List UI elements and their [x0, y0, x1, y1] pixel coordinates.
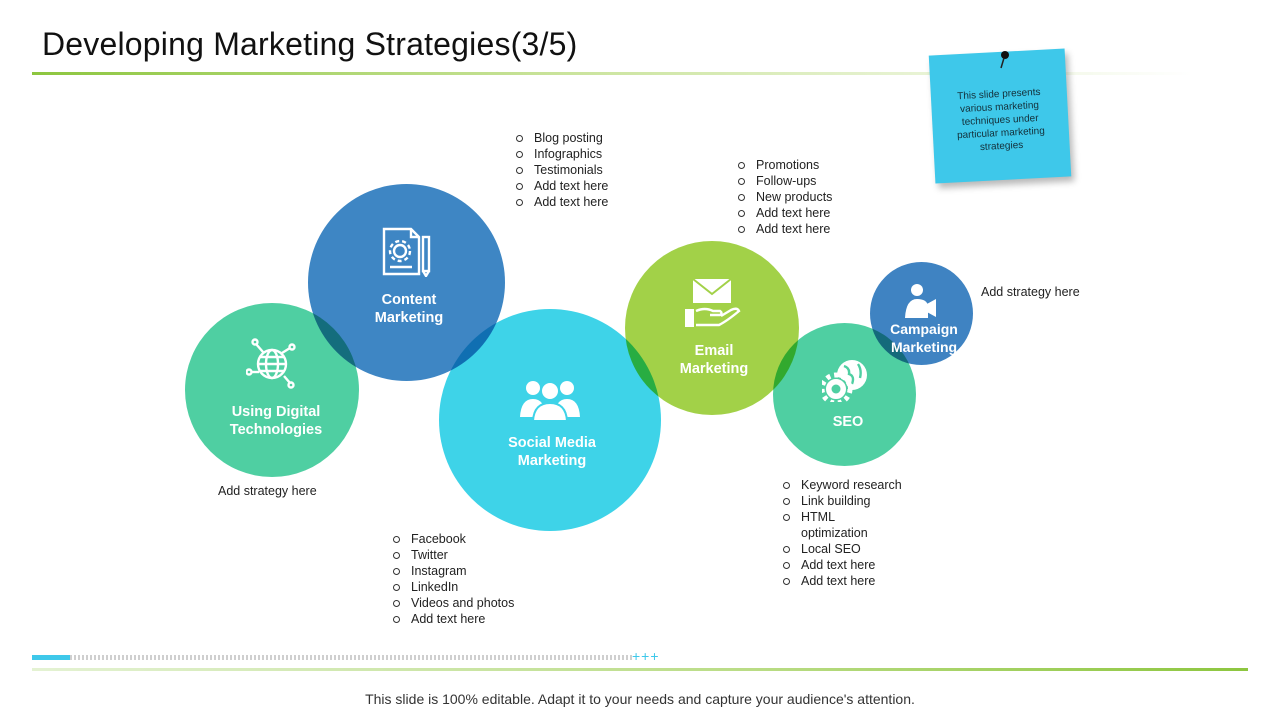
content-marketing-list: Blog posting Infographics Testimonials A… [516, 130, 608, 210]
digital-strategy-note: Add strategy here [218, 484, 317, 498]
progress-plus: +++ [632, 648, 660, 664]
email-marketing-list: Promotions Follow-ups New products Add t… [738, 157, 832, 237]
document-gear-icon [382, 227, 431, 277]
list-item: Link building [783, 493, 902, 509]
list-item: Add text here [393, 611, 514, 627]
list-item: Testimonials [516, 162, 608, 178]
list-item: Add text here [783, 557, 902, 573]
list-item: Instagram [393, 563, 514, 579]
progress-fill [32, 655, 70, 660]
list-item: Twitter [393, 547, 514, 563]
list-item: Add text here [783, 573, 902, 589]
bottom-divider [32, 668, 1248, 671]
list-item: Add text here [738, 221, 832, 237]
list-item: Follow-ups [738, 173, 832, 189]
list-item: Add text here [516, 178, 608, 194]
campaign-strategy-note: Add strategy here [981, 285, 1080, 299]
list-item: Keyword research [783, 477, 902, 493]
list-item: Add text here [738, 205, 832, 221]
page-title: Developing Marketing Strategies(3/5) [42, 26, 578, 62]
label-seo: SEO [832, 414, 864, 430]
sticky-note-text: This slide presents various marketing te… [956, 86, 1046, 154]
list-item: New products [738, 189, 832, 205]
seo-list: Keyword research Link building HTML opti… [783, 477, 902, 589]
pushpin-icon [1000, 51, 1009, 69]
people-group-icon [520, 381, 580, 421]
title-divider [32, 72, 1192, 75]
label-email-marketing: Email Marketing [679, 343, 749, 377]
list-item: Videos and photos [393, 595, 514, 611]
circle-email-marketing [625, 241, 799, 415]
list-item: Promotions [738, 157, 832, 173]
label-social-media-marketing: Social Media Marketing [508, 435, 596, 469]
megaphone-person-icon [905, 284, 936, 318]
gear-globe-icon [822, 360, 867, 402]
social-media-list: Facebook Twitter Instagram LinkedIn Vide… [393, 531, 514, 627]
list-item: Facebook [393, 531, 514, 547]
label-using-digital-technologies: Using Digital Technologies [229, 404, 323, 438]
list-item: Local SEO [783, 541, 902, 557]
progress-track [70, 655, 632, 660]
globe-network-icon [246, 338, 296, 389]
list-item: HTML optimization [783, 509, 902, 541]
list-item: LinkedIn [393, 579, 514, 595]
label-campaign-marketing: Campaign Marketing [890, 321, 958, 355]
footer-text: This slide is 100% editable. Adapt it to… [365, 691, 915, 707]
envelope-hand-icon [685, 278, 741, 327]
list-item: Infographics [516, 146, 608, 162]
list-item: Blog posting [516, 130, 608, 146]
list-item: Add text here [516, 194, 608, 210]
label-content-marketing: Content Marketing [374, 292, 444, 326]
